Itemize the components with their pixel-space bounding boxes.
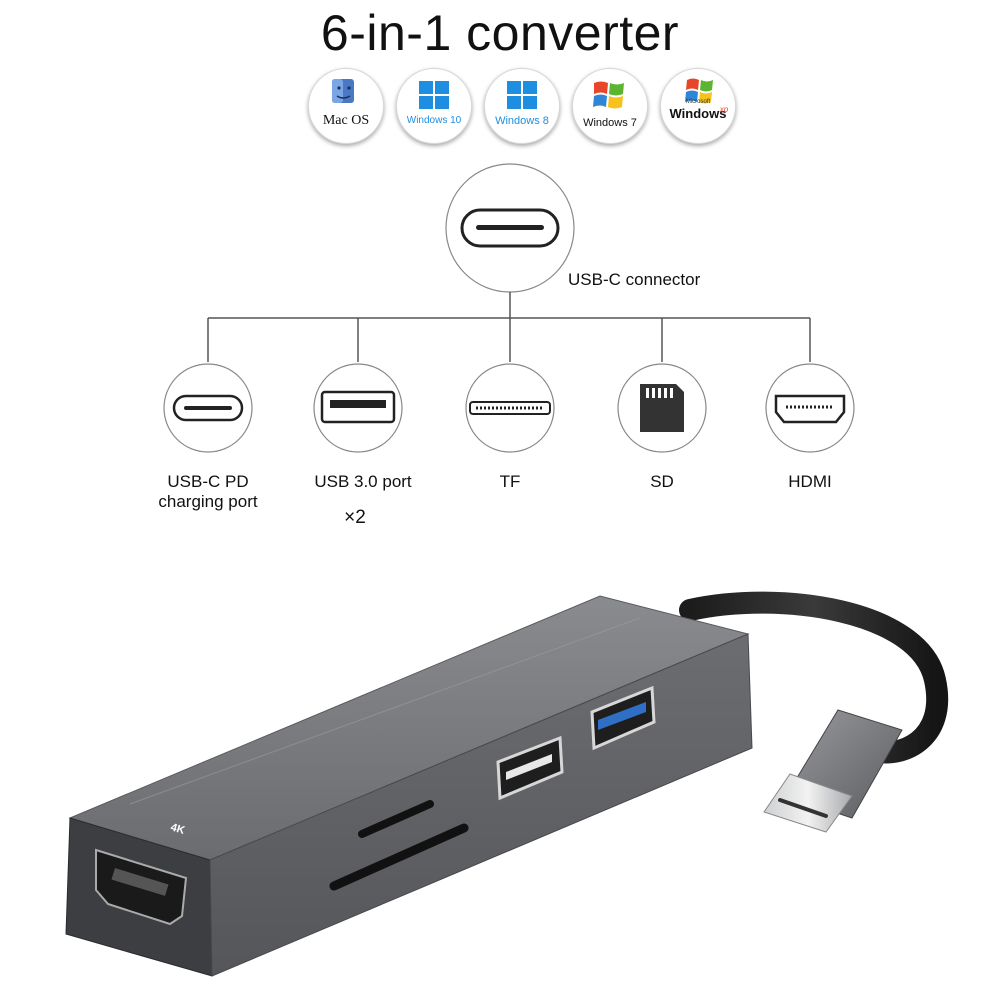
usb-c-pd-label-line2: charging port bbox=[158, 492, 258, 511]
usb-c-pd-node bbox=[163, 363, 253, 453]
usb-c-connector-node bbox=[445, 163, 575, 293]
hub-product-image: 4K bbox=[65, 591, 948, 977]
hdmi-port-icon bbox=[774, 394, 846, 424]
tf-node bbox=[465, 363, 555, 453]
windows7-badge: Windows 7 bbox=[572, 68, 648, 144]
macos-badge: Mac OS bbox=[308, 68, 384, 144]
hdmi-label: HDMI bbox=[788, 472, 832, 491]
sd-node bbox=[617, 363, 707, 453]
windowsxp-icon bbox=[685, 78, 713, 104]
sd-label: SD bbox=[650, 472, 674, 491]
windowsxp-badge: Microsoft Windows xp bbox=[660, 68, 736, 144]
port-diagram bbox=[163, 163, 855, 453]
usb3-node bbox=[313, 363, 403, 453]
usb-c-plug bbox=[763, 709, 903, 833]
connection-lines bbox=[207, 292, 811, 362]
tf-label: TF bbox=[499, 472, 521, 491]
macos-icon bbox=[332, 79, 354, 103]
hdmi-node bbox=[765, 363, 855, 453]
windowsxp-xp-label: xp bbox=[719, 105, 729, 114]
windows8-icon bbox=[507, 81, 537, 109]
usb3-label: USB 3.0 port bbox=[314, 472, 412, 491]
hub-hdmi-port bbox=[95, 848, 188, 926]
windows7-label: Windows 7 bbox=[583, 117, 637, 129]
windows7-icon bbox=[593, 81, 624, 109]
windowsxp-microsoft-label: Microsoft bbox=[685, 99, 711, 105]
windows8-badge: Windows 8 bbox=[484, 68, 560, 144]
windows10-label: Windows 10 bbox=[406, 115, 462, 126]
hub-usb-a-port bbox=[496, 735, 564, 801]
tf-slot-icon bbox=[469, 401, 551, 415]
windows10-icon bbox=[419, 81, 449, 109]
windows8-label: Windows 8 bbox=[495, 115, 549, 127]
usb-a-icon bbox=[320, 390, 396, 424]
usb3-count-label: ×2 bbox=[344, 507, 366, 528]
usb-c-pd-label-line1: USB-C PD bbox=[167, 472, 249, 491]
windowsxp-label: Windows bbox=[669, 106, 727, 121]
hub-card-slots bbox=[329, 800, 469, 891]
os-compatibility-row: Mac OS Windows 10 Windows 8 Windows 7 bbox=[308, 68, 748, 144]
hub-usb3-port bbox=[590, 685, 656, 751]
hub-4k-marking: 4K bbox=[169, 821, 186, 837]
hub-cable bbox=[679, 591, 948, 764]
page-title: 6-in-1 converter bbox=[320, 5, 680, 61]
usb-c-connector-label: USB-C connector bbox=[568, 270, 701, 289]
windows10-badge: Windows 10 bbox=[396, 68, 472, 144]
macos-label: Mac OS bbox=[322, 113, 370, 128]
